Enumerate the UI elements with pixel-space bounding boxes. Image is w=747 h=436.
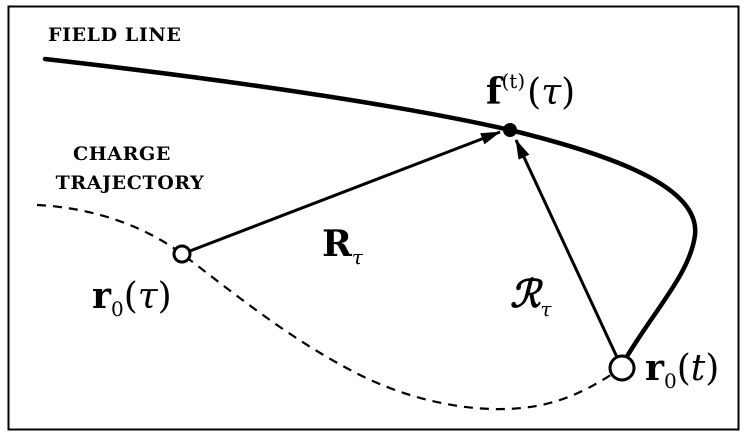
- trajectory-label-line2: TRAJECTORY: [56, 172, 205, 194]
- r0-t-close-paren: ): [705, 348, 719, 389]
- f-bold: f: [486, 71, 504, 113]
- script-R-subscript: τ: [540, 297, 552, 321]
- f-close-paren: ): [561, 72, 575, 113]
- r0-t-bold: r: [645, 347, 665, 389]
- point-f-t-tau: [503, 123, 517, 137]
- r0-t-subscript: 0: [664, 369, 677, 393]
- r0-tau-bold: r: [92, 275, 112, 317]
- R-subscript: τ: [352, 245, 364, 269]
- r0-t-var: t: [691, 348, 706, 389]
- f-superscript: (t): [502, 69, 526, 93]
- label-R-tau: Rτ: [322, 223, 364, 269]
- label-r0-t: r0(t): [645, 347, 719, 393]
- label-f-t-tau: f(t)(τ): [486, 69, 575, 113]
- arrow-R-tau: [181, 130, 501, 256]
- label-script-R-tau: ℛτ: [510, 271, 552, 321]
- arrow-script-R-tau: [514, 139, 624, 369]
- f-open-paren: (: [527, 72, 541, 113]
- point-r0-tau: [172, 244, 192, 264]
- r0-tau-close-paren: ): [158, 276, 172, 317]
- diagram-frame: [7, 5, 740, 431]
- R-bold: R: [322, 223, 353, 265]
- point-r0-t: [608, 354, 636, 382]
- f-arg-var: τ: [541, 72, 562, 113]
- charge-trajectory-curve: [36, 203, 623, 411]
- r0-tau-subscript: 0: [111, 297, 124, 321]
- r0-tau-open-paren: (: [124, 276, 138, 317]
- r0-tau-var: τ: [138, 276, 159, 317]
- script-R: ℛ: [510, 271, 544, 316]
- field-line-label: FIELD LINE: [48, 24, 181, 46]
- label-r0-tau: r0(τ): [92, 275, 172, 321]
- field-line-curve: [42, 56, 698, 368]
- r0-t-open-paren: (: [677, 348, 691, 389]
- charge-label-line1: CHARGE: [73, 143, 171, 165]
